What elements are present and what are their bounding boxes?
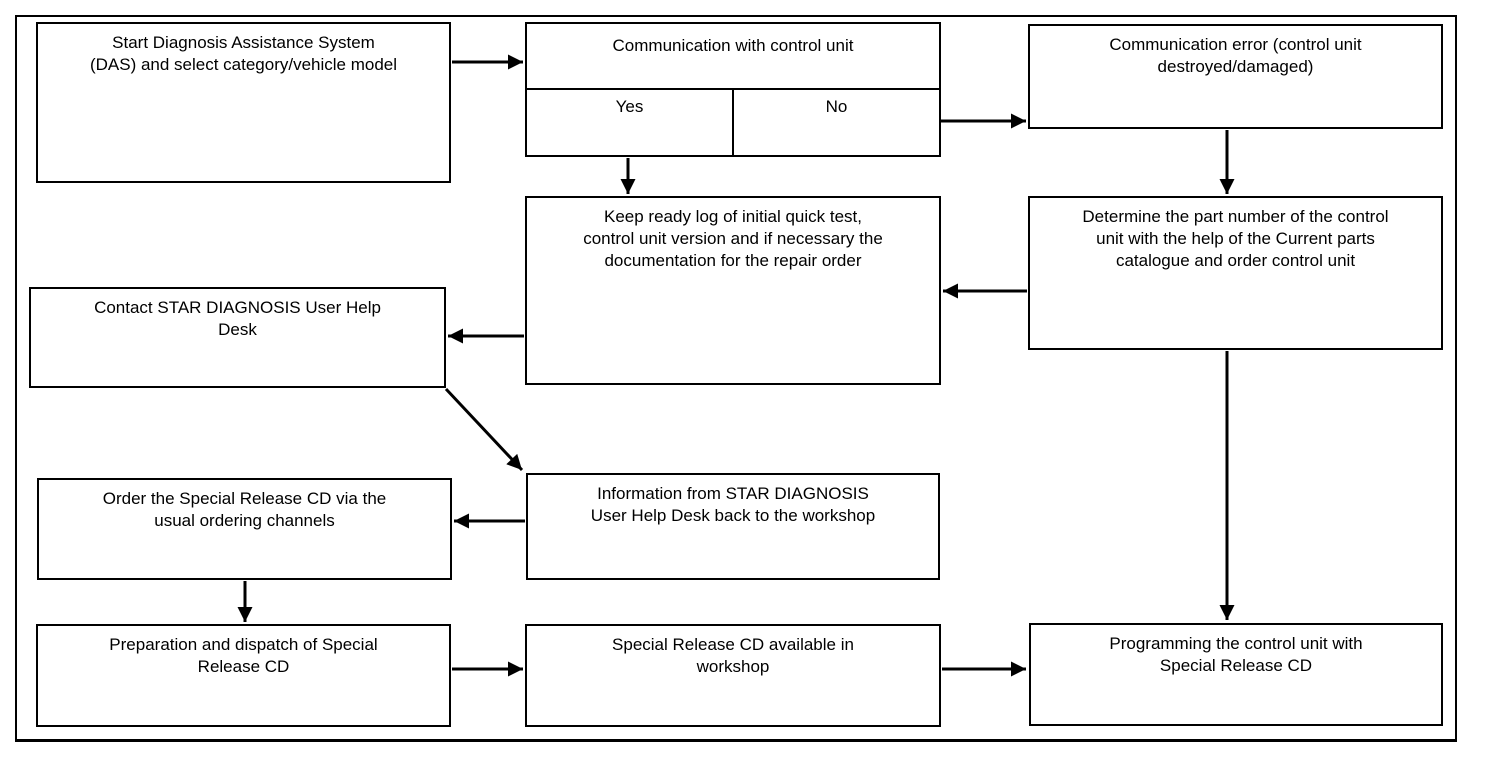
node-cd-available-in-workshop: Special Release CD available in workshop	[525, 624, 941, 727]
comm-no-label: No	[825, 97, 848, 116]
node-info-back-to-workshop-label: Information from STAR DIAGNOSIS User Hel…	[590, 484, 876, 525]
node-programming-control-unit: Programming the control unit with Specia…	[1029, 623, 1443, 726]
node-communication-check-label: Communication with control unit	[527, 24, 939, 90]
node-order-special-release-cd: Order the Special Release CD via the usu…	[37, 478, 452, 580]
node-start-das-label: Start Diagnosis Assistance System (DAS) …	[89, 33, 398, 74]
comm-yes-cell: Yes	[527, 90, 734, 155]
node-communication-check: Communication with control unit Yes No	[525, 22, 941, 157]
node-cd-available-in-workshop-label: Special Release CD available in workshop	[612, 635, 854, 676]
node-programming-control-unit-label: Programming the control unit with Specia…	[1109, 634, 1363, 675]
node-keep-log: Keep ready log of initial quick test, co…	[525, 196, 941, 385]
node-keep-log-label: Keep ready log of initial quick test, co…	[583, 207, 883, 270]
node-contact-help-desk: Contact STAR DIAGNOSIS User Help Desk	[29, 287, 446, 388]
node-contact-help-desk-label: Contact STAR DIAGNOSIS User Help Desk	[94, 298, 381, 339]
edge-contact-desk-to-info-back	[444, 387, 524, 472]
diagram-frame	[15, 15, 1457, 742]
node-preparation-dispatch-label: Preparation and dispatch of Special Rele…	[109, 635, 378, 676]
node-info-back-to-workshop: Information from STAR DIAGNOSIS User Hel…	[526, 473, 940, 580]
node-communication-error: Communication error (control unit destro…	[1028, 24, 1443, 129]
comm-yes-label: Yes	[615, 97, 644, 116]
node-communication-error-label: Communication error (control unit destro…	[1109, 35, 1362, 76]
node-determine-part-number: Determine the part number of the control…	[1028, 196, 1443, 350]
node-determine-part-number-label: Determine the part number of the control…	[1082, 207, 1389, 270]
node-preparation-dispatch: Preparation and dispatch of Special Rele…	[36, 624, 451, 727]
comm-no-cell: No	[734, 90, 939, 155]
comm-decision-row: Yes No	[527, 90, 939, 155]
node-start-das: Start Diagnosis Assistance System (DAS) …	[36, 22, 451, 183]
node-order-special-release-cd-label: Order the Special Release CD via the usu…	[102, 489, 387, 530]
